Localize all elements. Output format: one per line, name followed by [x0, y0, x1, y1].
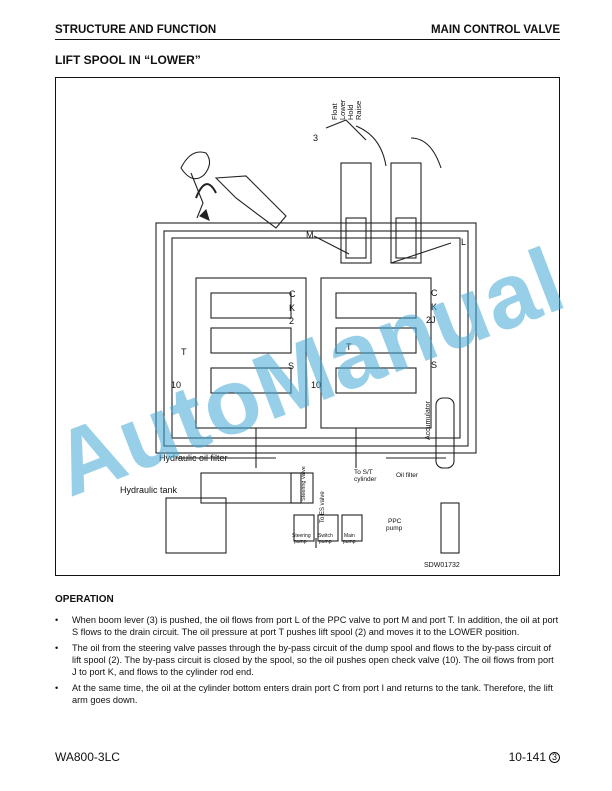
right-s-label: S: [431, 360, 437, 370]
hydraulic-oil-filters: [200, 472, 302, 504]
bullet-icon: •: [55, 642, 59, 653]
circuit-frame-inner-2: [171, 237, 461, 439]
steering-pump-label-1: Steering: [292, 533, 311, 539]
spool-right-top: [335, 292, 417, 319]
main-pump-shape: [341, 514, 363, 542]
spool-left-mid: [210, 327, 292, 354]
float-label: Float: [330, 102, 339, 120]
header-section-title: STRUCTURE AND FUNCTION: [55, 24, 217, 36]
figure-code: SDW01732: [424, 562, 460, 569]
operation-item: • At the same time, the oil at the cylind…: [55, 682, 560, 706]
hydraulic-circuit-figure: Float Lower Hold Raise 3 M L C K 2 T S 1…: [55, 77, 560, 576]
section-title: LIFT SPOOL IN “LOWER”: [55, 53, 201, 67]
left-10-label: 10: [171, 380, 181, 390]
to-st-cylinder-label-1: To S/T: [354, 469, 373, 476]
operation-item: • The oil from the steering valve passes …: [55, 642, 560, 679]
left-t-label: T: [181, 347, 187, 357]
steering-pump-shape: [293, 514, 315, 542]
to-st-cylinder-label-2: cylinder: [354, 476, 377, 483]
lever-arc: [325, 119, 367, 141]
accumulator-shape: [435, 397, 455, 469]
raise-label: Raise: [354, 101, 363, 120]
operation-item-text: The oil from the steering valve passes t…: [72, 642, 554, 678]
port-l-label: L: [461, 237, 466, 247]
lever-shaft-2: [410, 137, 442, 169]
bullet-icon: •: [55, 683, 59, 694]
steering-valve-shape: [290, 472, 314, 504]
operation-list: • When boom lever (3) is pushed, the oil …: [55, 614, 560, 710]
right-2-label: 2: [426, 315, 431, 325]
steering-pump-label-2: pump: [294, 539, 307, 545]
hydraulic-oil-filter-label: Hydraulic oil filter: [159, 453, 228, 463]
right-c-label: C: [431, 288, 438, 298]
operation-item-text: At the same time, the oil at the cylinde…: [72, 683, 553, 706]
lower-label: Lower: [338, 99, 347, 120]
spool-left-top: [210, 292, 292, 319]
valve-body-right: [320, 277, 432, 429]
circuit-frame-outer: [155, 222, 477, 454]
boom-link: [190, 172, 204, 219]
operation-item: • When boom lever (3) is pushed, the oil …: [55, 614, 560, 638]
right-bottom-valve: [440, 502, 460, 554]
left-2-label: 2: [289, 316, 294, 326]
ppc-valve-left: [340, 162, 372, 264]
spool-right-mid: [335, 327, 417, 354]
revision-mark-icon: 3: [549, 752, 560, 763]
header-chapter-title: MAIN CONTROL VALVE: [430, 24, 560, 36]
ppc-pump-label-2: pump: [386, 525, 403, 532]
boom-arrow-head: [199, 208, 210, 221]
oil-filter-label: Oil filter: [396, 472, 419, 479]
ppc-valve-right: [390, 162, 422, 264]
hydraulic-tank-label: Hydraulic tank: [120, 485, 178, 495]
left-k-label: K: [289, 303, 295, 313]
operation-title: OPERATION: [55, 594, 114, 605]
callout-3: 3: [313, 133, 318, 143]
right-t-label: T: [346, 342, 352, 352]
left-c-label: C: [289, 289, 296, 299]
bullet-icon: •: [55, 615, 59, 625]
port-m-label: M: [306, 230, 314, 240]
ppc-pump-label-1: PPC: [388, 518, 402, 525]
to-es-valve-label: To ES valve: [320, 491, 326, 523]
boom-arm-shape: [180, 151, 211, 180]
switch-pump-label-1: Switch: [318, 533, 333, 539]
switch-pump-shape: [317, 514, 339, 542]
accumulator-label: Accumulator: [425, 400, 432, 440]
circuit-frame-inner: [163, 230, 469, 447]
spool-left-bottom: [210, 367, 292, 394]
main-pump-label-2: pump: [343, 539, 356, 545]
steering-valve-label: Steering valve: [301, 466, 307, 501]
switch-pump-label-2: pump: [319, 539, 332, 545]
piping: [176, 428, 446, 548]
right-10-label: 10: [311, 380, 321, 390]
right-k-label: K: [431, 302, 437, 312]
right-j-label: J: [431, 315, 436, 325]
operation-item-text: When boom lever (3) is pushed, the oil f…: [72, 615, 559, 638]
page-header: STRUCTURE AND FUNCTION MAIN CONTROL VALV…: [55, 23, 560, 40]
main-pump-label-1: Main: [344, 533, 355, 539]
page-number: 10-141: [508, 750, 546, 764]
port-leader-lines: [313, 235, 452, 264]
left-s-label: S: [288, 361, 294, 371]
lever-shaft: [355, 125, 387, 167]
footer-model: WA800-3LC: [55, 750, 120, 764]
boom-arrow: [195, 183, 217, 199]
spool-right-bottom: [335, 367, 417, 394]
hydraulic-tank-shape: [165, 497, 227, 554]
hold-label: Hold: [346, 105, 355, 120]
valve-body-left: [195, 277, 307, 429]
boom-body: [214, 175, 287, 229]
circuit-diagram: Float Lower Hold Raise 3 M L C K 2 T S 1…: [120, 99, 477, 569]
